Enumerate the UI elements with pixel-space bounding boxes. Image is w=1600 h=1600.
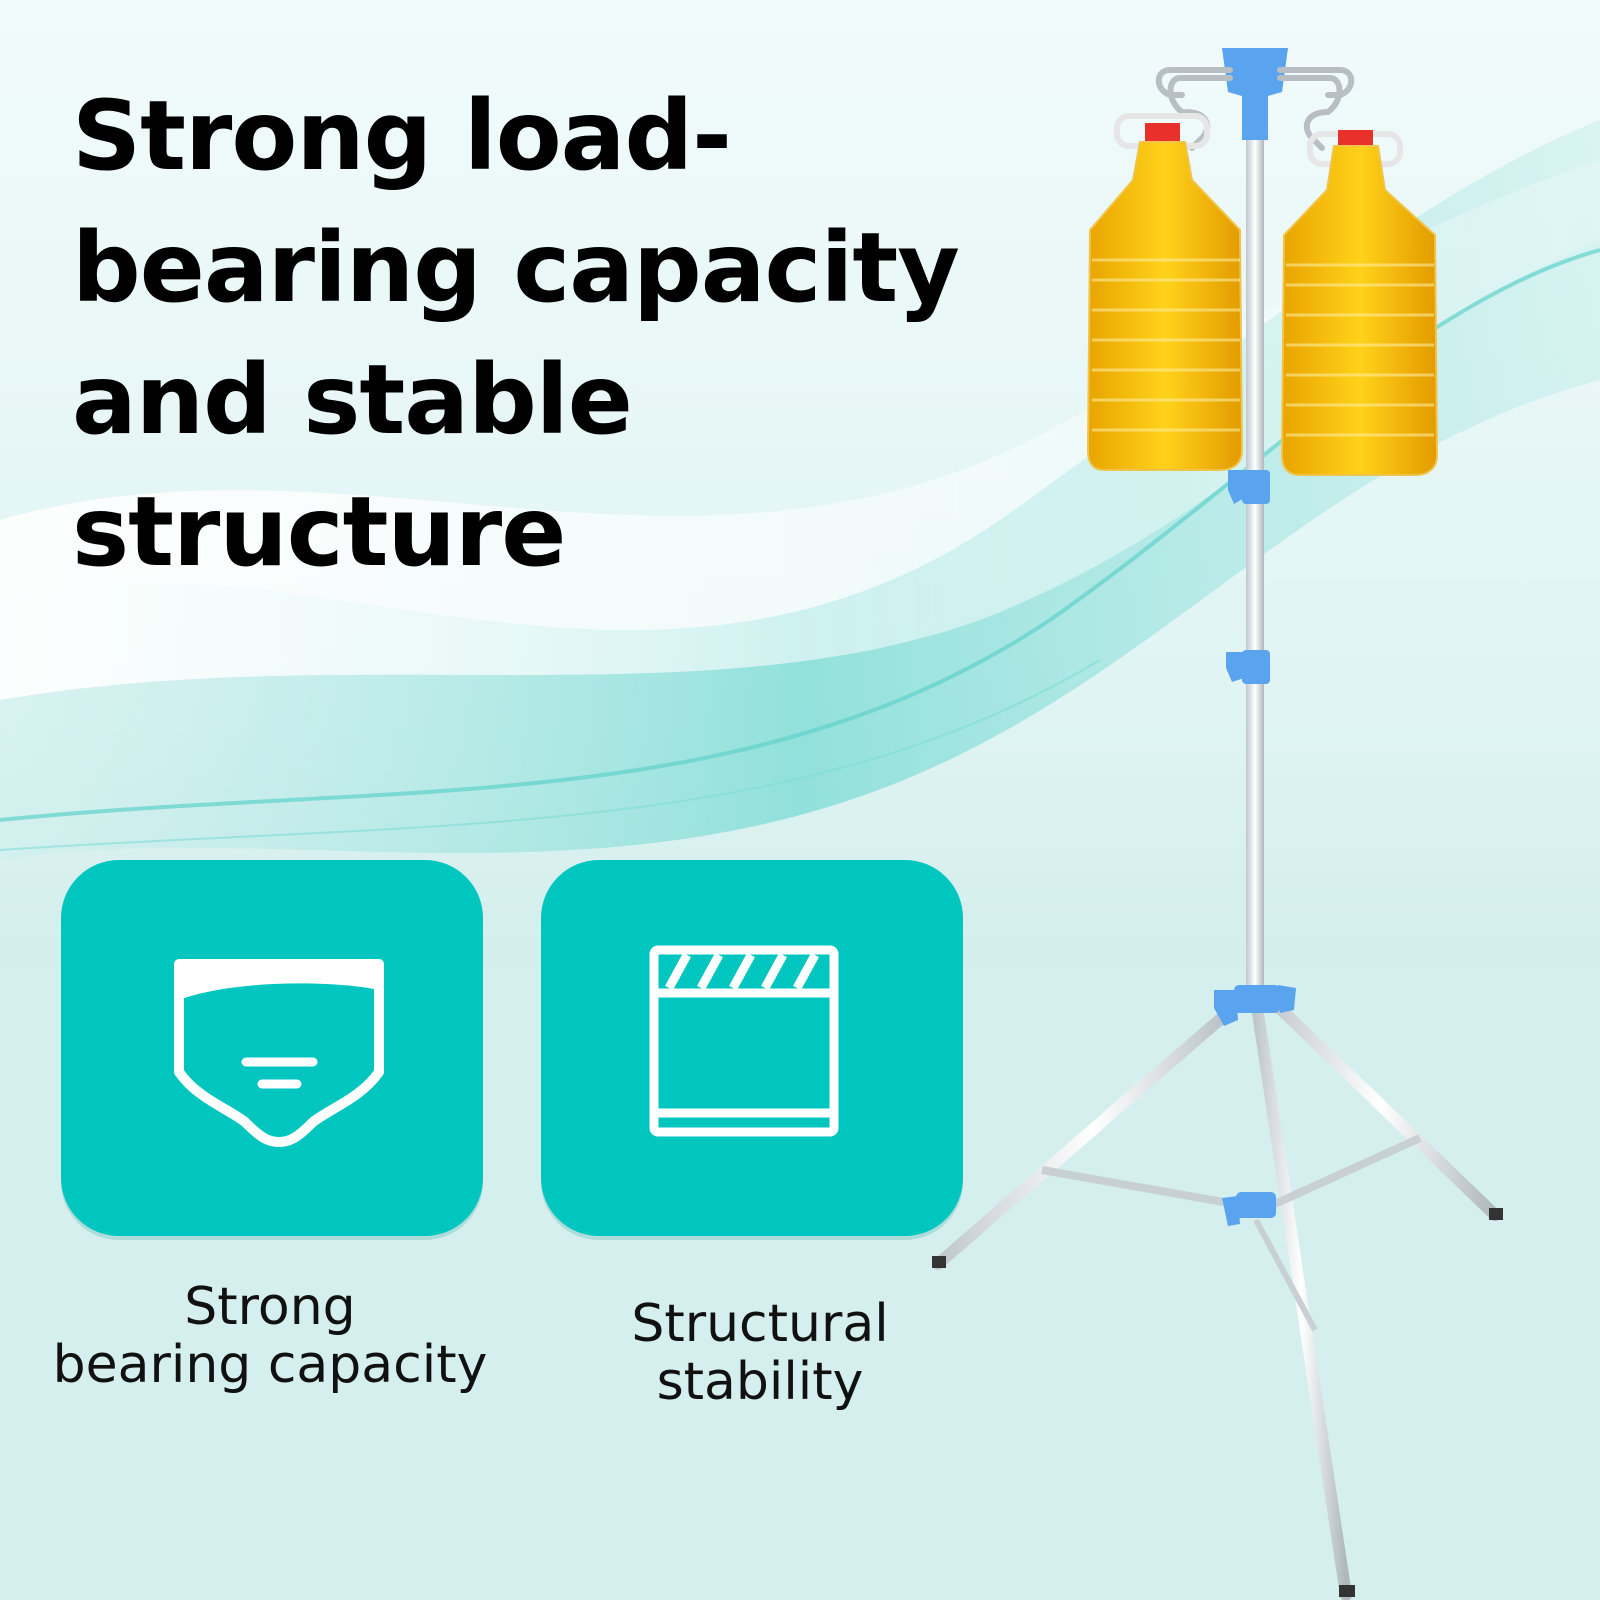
structure-frame-icon bbox=[649, 945, 839, 1137]
oil-bottle-left bbox=[1086, 113, 1244, 471]
height-adjust-clamps bbox=[1214, 470, 1296, 1226]
tripod-iv-stand-product-image bbox=[932, 48, 1503, 1600]
hanging-hooks bbox=[1155, 67, 1355, 151]
top-hook-cap bbox=[1222, 48, 1288, 140]
feature-caption-load-bearing: Strong bearing capacity bbox=[52, 1277, 488, 1395]
center-pole bbox=[1246, 80, 1264, 1010]
tripod-legs bbox=[932, 989, 1503, 1600]
feature-card-load-bearing bbox=[61, 860, 483, 1236]
page-headline: Strong load-bearing capacity and stable … bbox=[72, 80, 960, 588]
feature-card-structure bbox=[541, 860, 963, 1236]
feature-caption-structure: Structural stability bbox=[631, 1294, 889, 1412]
oil-bottle-right bbox=[1280, 130, 1439, 476]
load-bearing-basin-icon bbox=[174, 959, 384, 1147]
